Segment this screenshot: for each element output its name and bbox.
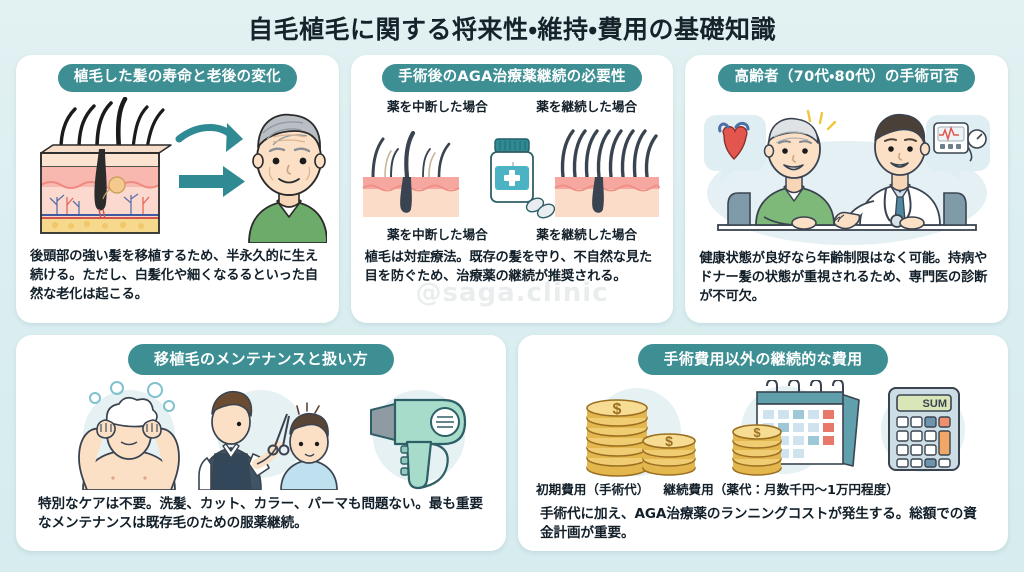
- svg-text:$: $: [665, 433, 673, 449]
- card-aga-heading-wrap: 手術後のAGA治療薬継続の必要性: [351, 55, 674, 97]
- card-elderly-surgery: 高齢者（70代・80代）の手術可否: [685, 54, 1009, 323]
- card-lifespan-heading-wrap: 植毛した髪の寿命と老後の変化: [16, 55, 339, 97]
- svg-text:$: $: [613, 401, 622, 418]
- card-ongoing-cost: 手術費用以外の継続的な費用: [518, 334, 1008, 551]
- card-aga-heading: 手術後のAGA治療薬継続の必要性: [382, 63, 642, 93]
- card-aga-body: 植毛は対症療法。既存の髪を守り、不自然な見た目を防ぐため、治療薬の継続が推奨され…: [364, 250, 653, 285]
- card-aga-divider: [512, 162, 514, 167]
- card-lifespan: 植毛した髪の寿命と老後の変化: [16, 54, 339, 323]
- label-continued-top: 薬を継続した場合: [536, 99, 638, 115]
- label-continued-bottom: 薬を継続した場合: [536, 227, 638, 243]
- card-elderly-heading-wrap: 高齢者（70代・80代）の手術可否: [685, 55, 1008, 97]
- bottom-card-row: 移植毛のメンテナンスと扱い方: [0, 334, 1024, 551]
- calculator-display-text: SUM: [923, 398, 947, 410]
- card-cost-labels: 初期費用（手術代） 継続費用（薬代：月数千円〜1万円程度）: [518, 479, 1008, 501]
- top-card-row: 植毛した髪の寿命と老後の変化: [0, 54, 1024, 323]
- page-title: 自毛植毛に関する将来性・維持・費用の基礎知識: [247, 15, 776, 44]
- card-maintenance-body: 特別なケアは不要。洗髪、カット、カラー、パーマも問題ない。最も重要なメンテナンス…: [38, 496, 483, 532]
- card-lifespan-body: 後頭部の強い髪を移植するため、半永久的に生え続ける。ただし、白髪化や細くなるると…: [30, 249, 318, 302]
- card-cost-heading: 手術費用以外の継続的な費用: [637, 343, 889, 375]
- card-maintenance-heading: 移植毛のメンテナンスと扱い方: [128, 343, 394, 375]
- card-maintenance-heading-wrap: 移植毛のメンテナンスと扱い方: [16, 335, 506, 380]
- card-cost-body: 手術代に加え、AGA治療薬のランニングコストが発生する。総額での資金計画が重要。: [540, 506, 977, 542]
- label-stopped-bottom: 薬を中断した場合: [386, 227, 488, 243]
- card-lifespan-illustration: [16, 96, 339, 244]
- card-cost-illustration: $ $: [518, 379, 1008, 479]
- label-initial-cost: 初期費用（手術代）: [536, 482, 650, 497]
- card-maintenance: 移植毛のメンテナンスと扱い方: [16, 334, 506, 551]
- card-lifespan-heading: 植毛した髪の寿命と老後の変化: [57, 63, 297, 93]
- card-elderly-heading: 高齢者（70代・80代）の手術可否: [718, 63, 975, 93]
- label-stopped-top: 薬を中断した場合: [386, 99, 488, 115]
- card-aga-sub-labels-top: 薬を中断した場合 薬を継続した場合: [351, 96, 674, 116]
- card-elderly-body: 健康状態が良好なら年齢制限はなく可能。持病やドナー髪の状態が重視されるため、専門…: [699, 251, 988, 304]
- label-ongoing-cost: 継続費用（薬代：月数千円〜1万円程度）: [663, 482, 899, 497]
- svg-text:$: $: [753, 425, 761, 440]
- card-maintenance-illustration: [16, 379, 506, 491]
- card-aga-medication: 手術後のAGA治療薬継続の必要性 薬を中断した場合 薬を継続した場合: [350, 54, 674, 323]
- card-aga-illustration: [351, 116, 674, 224]
- card-elderly-illustration: [685, 96, 1008, 246]
- card-cost-heading-wrap: 手術費用以外の継続的な費用: [518, 335, 1008, 380]
- card-aga-sub-labels-bottom: 薬を中断した場合 薬を継続した場合: [351, 224, 674, 245]
